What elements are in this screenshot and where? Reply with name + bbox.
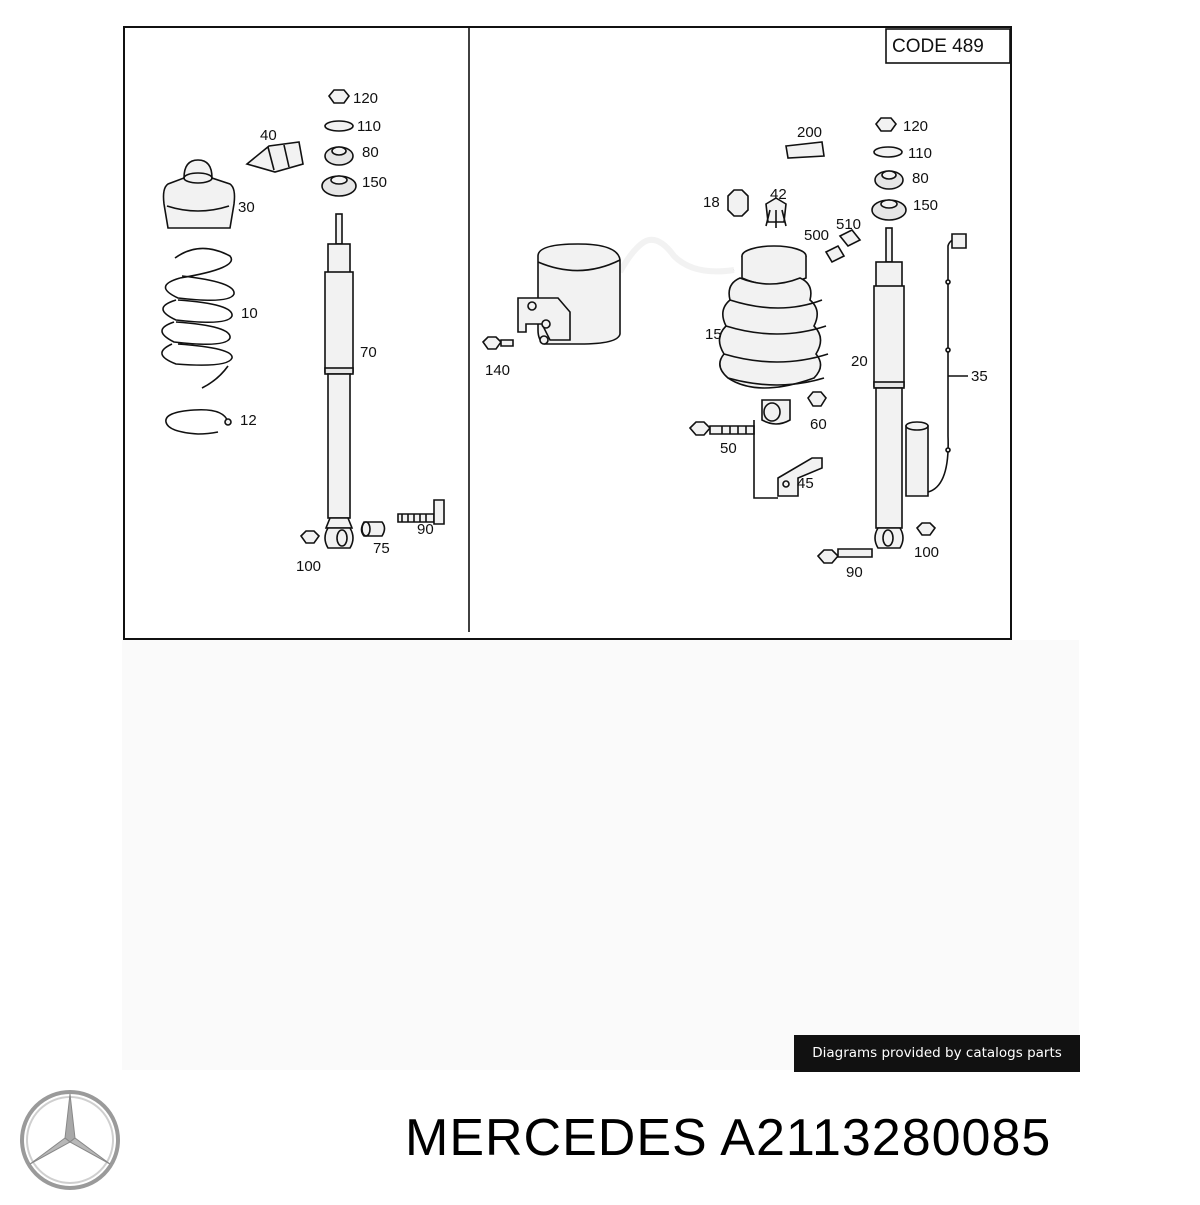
callout-label: 510	[836, 216, 861, 233]
nut-120-left	[327, 89, 351, 104]
callout-label: 100	[914, 544, 939, 561]
callout-label: 120	[903, 118, 928, 135]
callout-label: 20	[851, 353, 868, 370]
watermark-text: Diagrams provided by catalogs parts	[812, 1045, 1062, 1061]
product-title: MERCEDES A2113280085	[405, 1108, 1051, 1168]
callout-label: 60	[810, 416, 827, 433]
code-box-label: CODE 489	[892, 36, 984, 57]
callout-label: 80	[912, 170, 929, 187]
part-number: A2113280085	[720, 1109, 1052, 1167]
left-panel-parts	[161, 89, 445, 549]
callout-label: 100	[296, 558, 321, 575]
washer-110-right	[873, 146, 903, 158]
callout-label: 120	[353, 90, 378, 107]
callout-label: 140	[485, 362, 510, 379]
mount-150-left-top	[330, 175, 348, 185]
nut-60	[807, 391, 827, 407]
callout-label: 10	[241, 305, 258, 322]
brand-name: MERCEDES	[405, 1109, 708, 1167]
callout-label: 110	[357, 118, 381, 135]
nut-100-left	[299, 530, 321, 544]
callout-label: 50	[720, 440, 737, 457]
shock-absorber-20	[873, 227, 905, 549]
callout-label: 15	[705, 326, 722, 343]
nut-100-right	[915, 522, 937, 536]
washer-110-left	[324, 120, 354, 132]
nut-18	[727, 189, 749, 217]
callout-label: 75	[373, 540, 390, 557]
callout-label: 12	[240, 412, 257, 429]
spring-cap-30	[162, 159, 236, 229]
bracket-45	[777, 457, 823, 497]
mount-80-left-top	[331, 146, 347, 156]
callout-label: 90	[846, 564, 863, 581]
nut-120-right	[874, 117, 898, 132]
callout-label: 30	[238, 199, 255, 216]
right-panel-labels: 200 120 110 80 150 18 42 500 510 15 140 …	[485, 118, 988, 581]
watermark-banner: Diagrams provided by catalogs parts	[794, 1035, 1080, 1072]
shock-absorber-70	[324, 213, 354, 529]
bolt-50	[709, 425, 755, 435]
diagram-shadow-area	[122, 640, 1079, 1070]
callout-label: 110	[908, 145, 932, 162]
callout-label: 90	[417, 521, 434, 538]
snap-ring-12	[165, 408, 229, 435]
wedge-200	[785, 141, 825, 159]
callout-label: 45	[797, 475, 814, 492]
valve-500	[824, 244, 846, 264]
callout-label: 42	[770, 186, 787, 203]
code-box	[885, 28, 1011, 64]
damper-valve	[905, 425, 929, 497]
air-spring-15	[718, 245, 829, 425]
callout-label: 200	[797, 124, 822, 141]
callout-label: 150	[362, 174, 387, 191]
right-panel-parts	[481, 117, 968, 564]
callout-label: 500	[804, 227, 829, 244]
coil-spring-10	[161, 247, 235, 389]
bolt-90-right	[837, 548, 873, 558]
mercedes-star-icon	[20, 1090, 120, 1190]
callout-label: 80	[362, 144, 379, 161]
callout-label: 150	[913, 197, 938, 214]
callout-label: 70	[360, 344, 377, 361]
callout-label: 18	[703, 194, 720, 211]
callout-label: 35	[971, 368, 988, 385]
connector-510	[838, 228, 862, 248]
left-panel-labels: 120 110 80 150 40 30 10 70 12 75 90 100	[238, 90, 434, 575]
callout-label: 40	[260, 127, 277, 144]
